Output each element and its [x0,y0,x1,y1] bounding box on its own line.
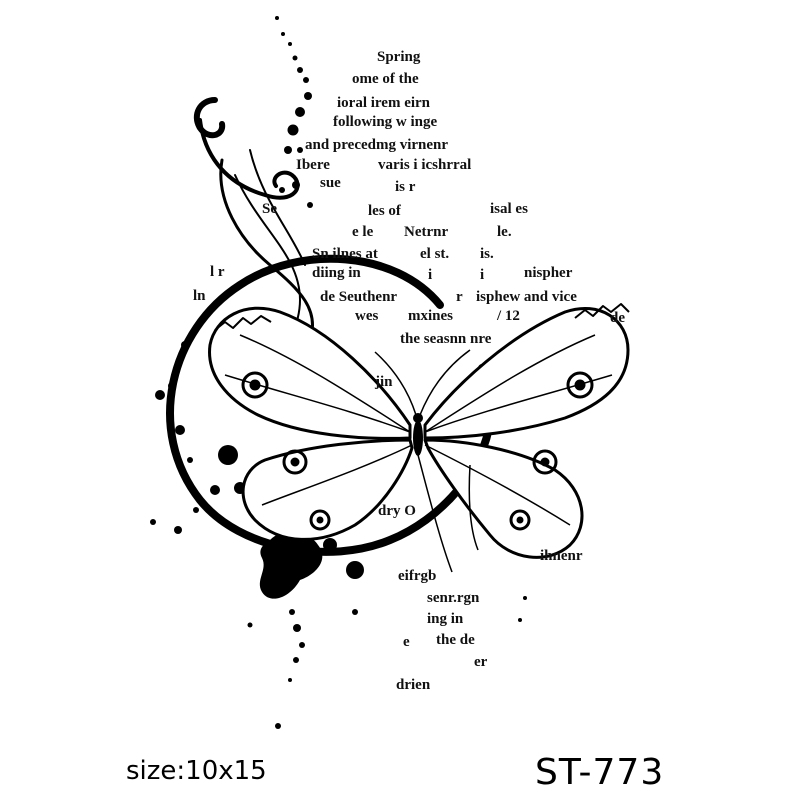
butterfly-illustration [208,303,630,573]
text-line: is r [395,179,416,195]
text-line: mxines [408,308,453,324]
product-code: ST-773 [535,752,665,793]
text-line: Sn ilnes at [312,246,378,262]
text-line: de Seuthenr [320,289,398,305]
text-line: the seasnn nre [400,331,492,347]
text-line: Ibere [296,157,330,173]
text-line: isal es [490,201,528,217]
text-line: following w inge [333,114,438,130]
text-line: e le [352,224,374,240]
text-line: eifrgb [398,568,437,584]
text-line: ome of the [352,71,419,87]
text-line: is. [480,246,494,262]
text-line: diing in [312,265,361,281]
text-line: drien [396,677,431,693]
text-line: ln [193,288,206,304]
text-line: ing in [427,611,464,627]
text-line: er [474,654,488,670]
text-line: l r [210,264,225,280]
text-line: de [610,310,625,326]
text-line: el st. [420,246,450,262]
text-line: le. [497,224,512,240]
text-line: ihnenr [540,548,583,564]
text-line: les of [368,203,401,219]
text-line: Spring [377,49,421,65]
stamp-text-block: Spring ome of the ioral irem eirn follow… [193,49,625,693]
text-line: senr.rgn [427,590,480,606]
text-line: i [480,267,485,283]
text-line: and precedmg virnenr [305,137,449,153]
text-line: nispher [524,265,573,281]
text-line: dry O [378,503,416,519]
text-line: jin [375,374,393,390]
text-line: the de [436,632,475,648]
text-line: varis i icshrral [378,157,472,173]
text-line: / 12 [497,308,520,324]
text-line: Se [262,201,277,217]
text-line: e [403,634,410,650]
text-line: ioral irem eirn [337,95,431,111]
ink-dot-trail-top [275,16,313,208]
text-line: i [428,267,433,283]
size-label: size:10x15 [126,756,267,786]
text-line: r [456,289,463,305]
text-line: sue [320,175,341,191]
text-line: isphew and vice [476,289,577,305]
ink-splatter [150,341,527,729]
text-line: Netrnr [404,224,449,240]
text-line: wes [355,308,379,324]
